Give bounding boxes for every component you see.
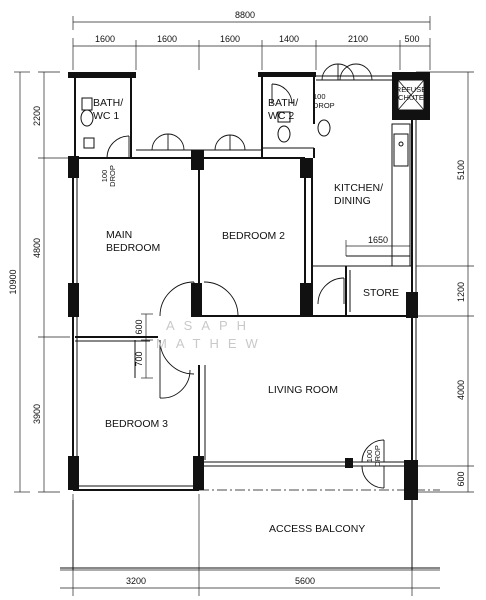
dim-top-3: 1600 [220,34,240,44]
bath2-label-2: WC 2 [268,110,294,122]
dim-right-2: 1200 [456,282,466,302]
walls [68,72,417,491]
fixtures [80,97,404,378]
refuse-chute: REFUSE CHUTE [392,72,430,120]
dim-top-4: 1400 [279,34,299,44]
dim-left-total: 10900 [8,269,18,294]
living-room-label: LIVING ROOM [268,384,338,396]
kitchen-label-1: KITCHEN/ [334,182,383,194]
structural-columns [68,150,418,500]
drop-a-label: DROP [313,101,335,110]
dim-top-1: 1600 [95,34,115,44]
drop-c-label: DROP [373,445,382,467]
bath2-label-1: BATH/ [268,97,298,109]
dim-store-width: 1650 [368,235,388,245]
watermark-line-1: ASAPH [166,318,255,333]
bath1-label-2: WC 1 [93,110,119,122]
dim-bottom-2: 5600 [295,576,315,586]
drop-b-label: DROP [108,165,117,187]
dim-bottom-1: 3200 [126,576,146,586]
drop-c-value: 100 [365,450,374,463]
dim-left-3: 3900 [32,404,42,424]
dim-left-1: 2200 [32,106,42,126]
dim-right-3: 4000 [456,380,466,400]
main-bedroom-label-1: MAIN [106,229,132,241]
kitchen-label-2: DINING [334,195,371,207]
access-balcony [60,489,440,570]
dim-top-6: 500 [404,34,419,44]
bath1-label-1: BATH/ [93,97,123,109]
bedroom2-label: BEDROOM 2 [222,230,285,242]
store-label: STORE [363,287,399,299]
dim-right-1: 5100 [456,160,466,180]
dim-window-600: 600 [134,319,144,334]
doors [106,63,385,489]
dim-top-total: 8800 [235,10,255,20]
drop-a-value: 100 [313,92,326,101]
refuse-chute-label-1: REFUSE [396,85,426,94]
dim-left-2: 4800 [32,238,42,258]
dim-right-4: 600 [456,471,466,486]
dim-top-5: 2100 [348,34,368,44]
main-bedroom-label-2: BEDROOM [106,242,160,254]
drop-b-value: 100 [100,170,109,183]
access-balcony-label: ACCESS BALCONY [269,523,365,535]
dim-window-700: 700 [134,351,144,366]
dim-top-2: 1600 [157,34,177,44]
watermark-line-2: MATHEW [156,336,267,351]
dimension-lines [14,16,474,596]
refuse-chute-label-2: CHUTE [398,93,424,102]
bedroom3-label: BEDROOM 3 [105,418,168,430]
